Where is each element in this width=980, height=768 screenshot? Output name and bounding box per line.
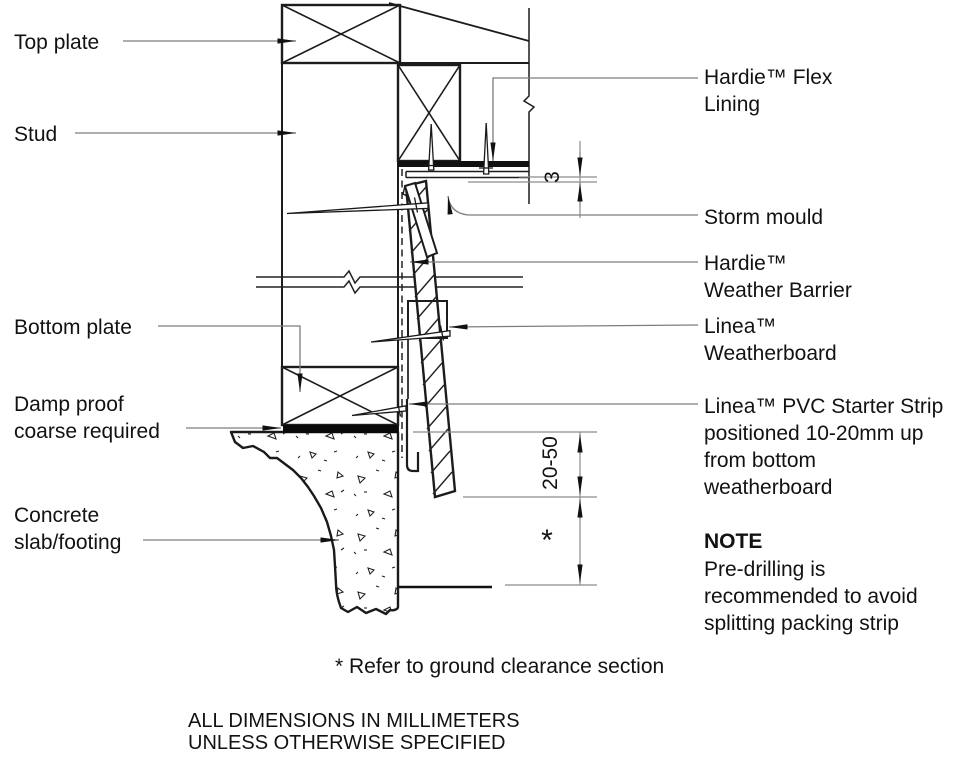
starter-strip-symbol (405, 399, 420, 473)
leader-flex-lining (490, 77, 698, 161)
dimension-lining-gap: 3 (541, 171, 564, 183)
framing (280, 2, 536, 432)
note-title: NOTE (704, 530, 763, 553)
dimension-starter-clearance: 20-50 (539, 436, 562, 490)
leader-storm-mould (447, 195, 698, 216)
leader-weatherboard (448, 324, 699, 330)
dimension-lines (413, 141, 597, 586)
label-top-plate: Top plate (14, 31, 100, 54)
fixings (286, 122, 493, 417)
section-cut-line (522, 8, 536, 204)
label-bottom-plate: Bottom plate (14, 316, 132, 339)
leader-lines (75, 38, 699, 543)
storm-mould-symbol (403, 181, 439, 259)
label-storm-mould: Storm mould (704, 206, 824, 229)
dimension-ground-clearance: * (541, 524, 553, 557)
roof-cut-line (388, 2, 530, 42)
footnote: * Refer to ground clearance section (335, 655, 665, 678)
label-stud: Stud (14, 123, 58, 146)
leader-bottom-plate (158, 325, 303, 392)
concrete-footing-shape (229, 430, 492, 616)
flex-lining-assembly (398, 161, 529, 179)
break-lines (256, 269, 523, 295)
